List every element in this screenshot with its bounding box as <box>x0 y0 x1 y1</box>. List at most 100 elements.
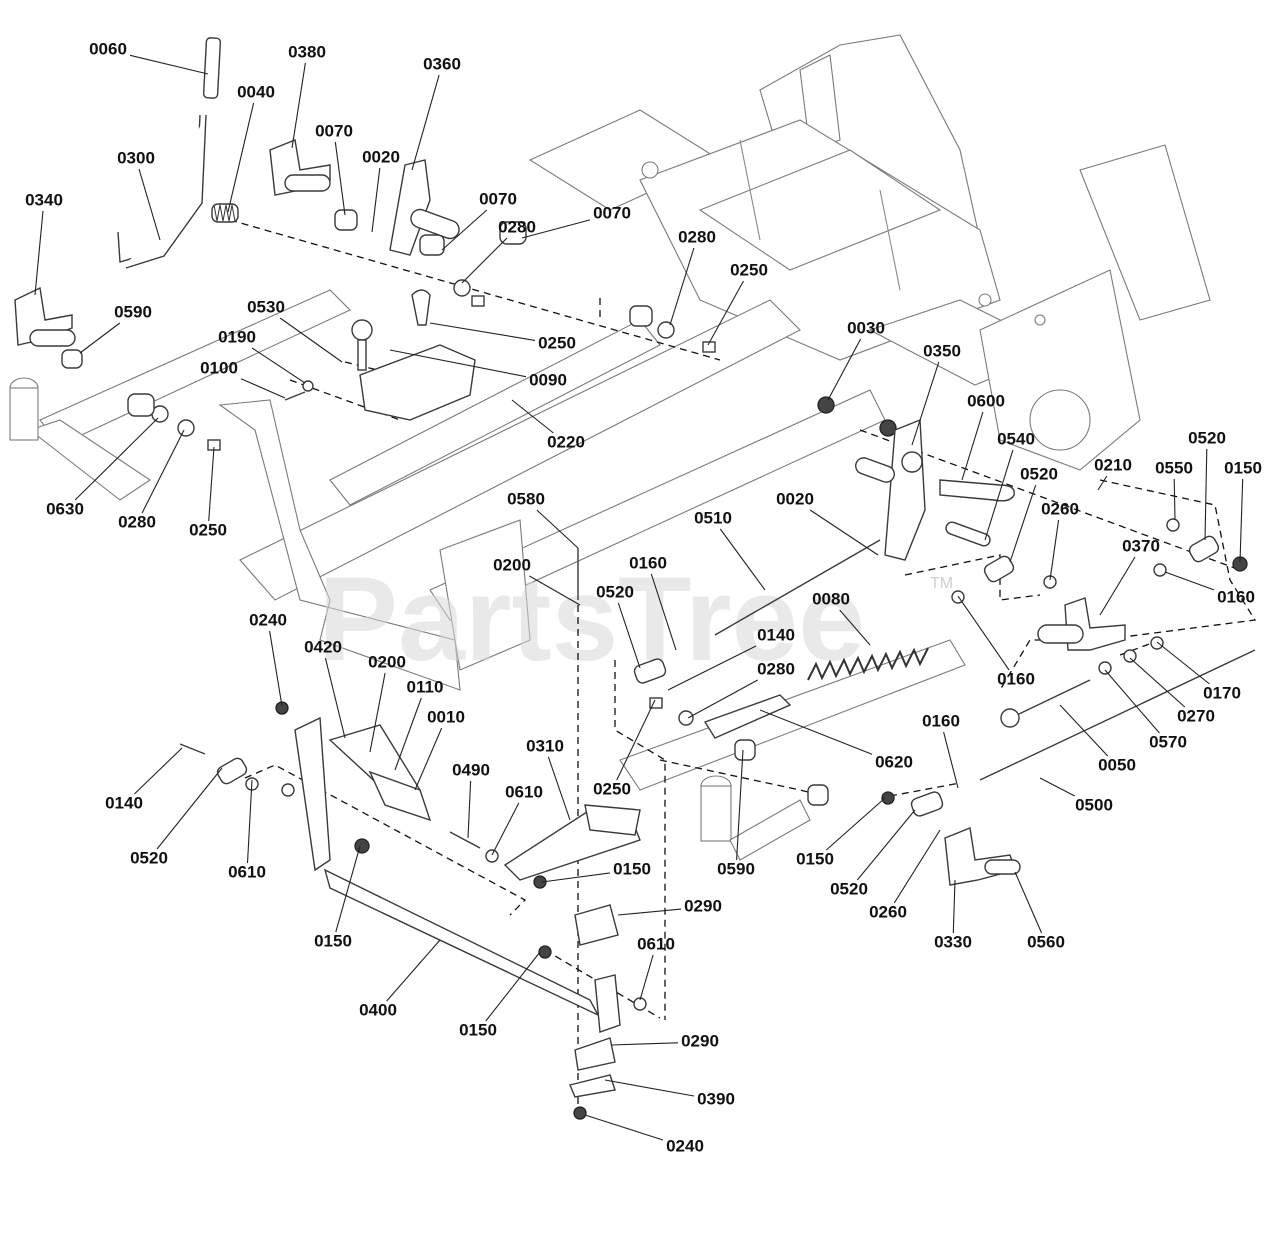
callout-c0250a: 0250 <box>730 260 768 279</box>
leader-c0070c <box>521 219 591 239</box>
callout-c0550: 0550 <box>1155 458 1193 477</box>
callout-c0360: 0360 <box>423 54 461 73</box>
callout-c0200b: 0200 <box>368 652 406 671</box>
callout-c0620: 0620 <box>875 752 913 771</box>
callout-c0350: 0350 <box>923 341 961 360</box>
callout-c0070c: 0070 <box>593 203 631 222</box>
callout-c0150e: 0150 <box>459 1020 497 1039</box>
callout-c0610b: 0610 <box>228 862 266 881</box>
leader-c0350 <box>911 361 940 446</box>
leader-c0310 <box>547 756 571 821</box>
callout-c0110: 0110 <box>407 677 444 696</box>
callout-c0140a: 0140 <box>757 625 795 644</box>
leader-c0570 <box>1104 669 1160 734</box>
leader-c0520e <box>156 767 223 850</box>
callout-c0300: 0300 <box>117 148 155 167</box>
callout-c0560: 0560 <box>1027 932 1065 951</box>
leader-c0340 <box>34 210 44 296</box>
leader-c0160b <box>650 573 677 651</box>
callout-c0190: 0190 <box>218 327 256 346</box>
callout-c0160c: 0160 <box>997 669 1035 688</box>
callout-c0290b: 0290 <box>681 1031 719 1050</box>
leader-c0190 <box>251 347 306 384</box>
callout-c0400: 0400 <box>359 1000 397 1019</box>
leader-c0150a <box>1239 478 1244 563</box>
leader-c0090 <box>389 349 527 378</box>
callout-c0270: 0270 <box>1177 706 1215 725</box>
callout-c0070a: 0070 <box>315 121 353 140</box>
leader-c0300 <box>138 168 161 241</box>
leader-c0550 <box>1173 478 1176 521</box>
callout-c0540: 0540 <box>997 429 1035 448</box>
callout-c0260a: 0260 <box>1041 499 1079 518</box>
leader-c0560 <box>1014 871 1043 934</box>
leader-c0160d <box>943 731 959 789</box>
leader-c0370 <box>1099 556 1136 616</box>
leader-c0520b <box>1204 448 1208 541</box>
callout-c0380: 0380 <box>288 42 326 61</box>
callout-c0080: 0080 <box>812 589 850 608</box>
leader-c0330 <box>952 879 956 934</box>
leader-c0220 <box>511 399 554 434</box>
leader-c0200b <box>369 672 386 753</box>
callout-c0250c: 0250 <box>189 520 227 539</box>
callout-c0160b: 0160 <box>629 553 667 572</box>
leader-c0100 <box>240 378 286 399</box>
callout-c0280c: 0280 <box>118 512 156 531</box>
watermark-text: PartsTree <box>318 552 865 686</box>
leader-c0260b <box>893 829 941 904</box>
leader-c0240b <box>584 1114 664 1141</box>
leader-c0580 <box>536 509 579 549</box>
callout-c0600: 0600 <box>967 391 1005 410</box>
leader-c0290b <box>611 1042 679 1046</box>
callout-c0520d: 0520 <box>830 879 868 898</box>
callout-c0330: 0330 <box>934 932 972 951</box>
callout-c0150b: 0150 <box>796 849 834 868</box>
leader-c0610a <box>491 802 520 856</box>
leader-c0280b <box>669 247 695 326</box>
leader-c0390 <box>604 1079 695 1097</box>
callout-c0150a: 0150 <box>1224 458 1262 477</box>
callout-c0200a: 0200 <box>493 555 531 574</box>
leader-c0520d <box>856 809 916 881</box>
leader-c0590b <box>736 749 744 861</box>
leader-c0500 <box>1039 777 1075 797</box>
leader-c0200a <box>529 575 581 606</box>
leader-c0400 <box>386 939 441 1002</box>
leader-c0150b <box>825 797 886 851</box>
leader-c0150c <box>541 872 611 883</box>
callout-c0280a: 0280 <box>498 217 536 236</box>
leader-c0010 <box>414 727 443 791</box>
leader-c0080 <box>839 609 871 646</box>
callout-c0390: 0390 <box>697 1089 735 1108</box>
leader-c0490 <box>467 780 472 839</box>
leader-c0040 <box>227 102 255 213</box>
leader-c0280a <box>461 237 508 284</box>
leader-c0600 <box>961 411 984 481</box>
callout-c0280d: 0280 <box>757 659 795 678</box>
callout-c0570: 0570 <box>1149 732 1187 751</box>
leader-c0110 <box>394 697 422 771</box>
callout-c0500: 0500 <box>1075 795 1113 814</box>
leader-c0250c <box>208 446 215 522</box>
leader-c0510 <box>719 528 766 591</box>
leader-c0420 <box>324 657 346 739</box>
leader-lines <box>34 54 1244 1141</box>
leader-c0380 <box>291 62 306 149</box>
callout-c0250b: 0250 <box>538 333 576 352</box>
leader-c0140a <box>667 645 757 691</box>
callout-c0630: 0630 <box>46 499 84 518</box>
leader-c0250d <box>616 699 656 781</box>
leader-c0540 <box>984 449 1014 541</box>
leader-c0160a <box>1164 571 1215 591</box>
leader-c0590a <box>79 322 121 354</box>
leader-c0070b <box>441 209 488 251</box>
leader-c0360 <box>411 74 440 171</box>
callout-c0160d: 0160 <box>922 711 960 730</box>
callout-c0520b: 0520 <box>1188 428 1226 447</box>
callout-c0520a: 0520 <box>1020 464 1058 483</box>
leader-c0260a <box>1049 519 1060 581</box>
callout-c0420: 0420 <box>304 637 342 656</box>
callout-c0280b: 0280 <box>678 227 716 246</box>
